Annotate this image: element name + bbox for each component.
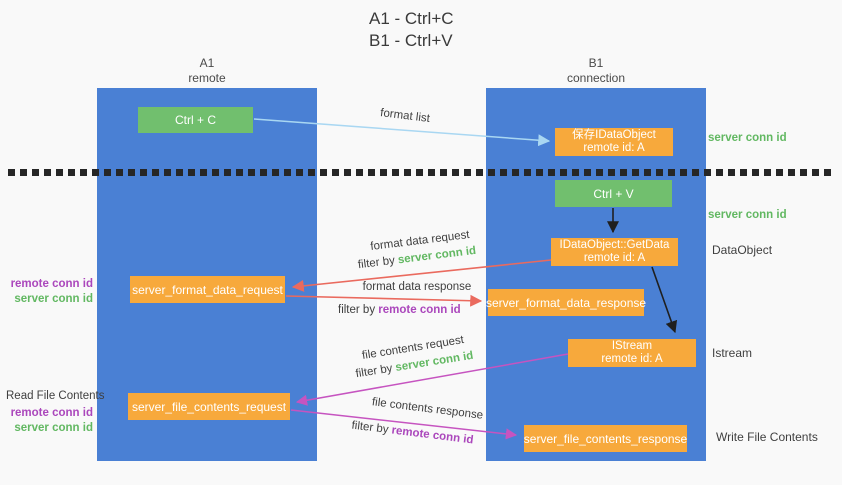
dataobject-label: DataObject [712, 243, 773, 257]
file-request-box: server_file_contents_request [128, 393, 290, 420]
conn-id-pair-format: remote conn id server conn id [10, 278, 93, 305]
read-file-contents-label: Read File Contents [6, 390, 105, 402]
ctrl-c-label: Ctrl + C [174, 113, 216, 127]
file-contents-request-arrow [295, 353, 569, 406]
save-dataobject-subtitle: remote id: A [583, 142, 645, 154]
file-contents-response-arrow [290, 409, 518, 440]
format-request-box: server_format_data_request [130, 276, 285, 303]
istream-box: IStream remote id: A [568, 339, 696, 367]
lifeline-a1-name: A1 [199, 56, 215, 70]
ctrl-v-label: Ctrl + V [593, 186, 634, 201]
diagram-title: A1 - Ctrl+C B1 - Ctrl+V [369, 8, 454, 52]
title-line-2: B1 - Ctrl+V [369, 31, 453, 50]
getdata-subtitle: remote id: A [583, 252, 646, 264]
filter-by-remote-conn-id-label-1: filter by remote conn id [338, 304, 461, 316]
file-request-label: server_file_contents_request [131, 399, 287, 414]
ctrl-c-box: Ctrl + C [138, 107, 253, 133]
format-data-response-arrow [285, 294, 483, 307]
format-response-box: server_format_data_response [485, 289, 647, 316]
server-conn-id-top-label: server conn id [708, 132, 787, 144]
lifeline-a1-header: A1 remote [97, 56, 317, 86]
file-response-label: server_file_contents_response [523, 431, 688, 446]
lifeline-b1-role: connection [566, 71, 626, 85]
write-file-contents-label: Write File Contents [716, 430, 818, 444]
istream-subtitle: remote id: A [601, 353, 663, 365]
ctrl-v-box: Ctrl + V [555, 180, 672, 207]
separator-dotted-line [8, 169, 836, 176]
lifeline-a1-role: remote [188, 71, 226, 85]
format-data-response-label: format data response [362, 281, 472, 293]
lifeline-b1-name: B1 [588, 56, 604, 70]
title-line-1: A1 - Ctrl+C [369, 9, 454, 28]
getdata-title: IDataObject::GetData [559, 238, 670, 251]
format-request-label: server_format_data_request [132, 282, 283, 297]
save-dataobject-box: 保存IDataObject remote id: A [555, 128, 673, 156]
istream-side-label: Istream [712, 346, 753, 360]
save-dataobject-title: 保存IDataObject [572, 128, 656, 141]
format-data-request-arrow [291, 259, 552, 292]
istream-title: IStream [611, 339, 653, 352]
getdata-istream-arrow [651, 266, 678, 334]
getdata-box: IDataObject::GetData remote id: A [551, 238, 678, 266]
file-response-box: server_file_contents_response [524, 425, 687, 452]
conn-id-pair-file: remote conn id server conn id [10, 407, 93, 434]
format-response-label: server_format_data_response [485, 295, 647, 310]
server-conn-id-mid-label: server conn id [708, 209, 787, 221]
format-list-arrow [253, 118, 551, 147]
lifeline-b1-header: B1 connection [486, 56, 706, 86]
